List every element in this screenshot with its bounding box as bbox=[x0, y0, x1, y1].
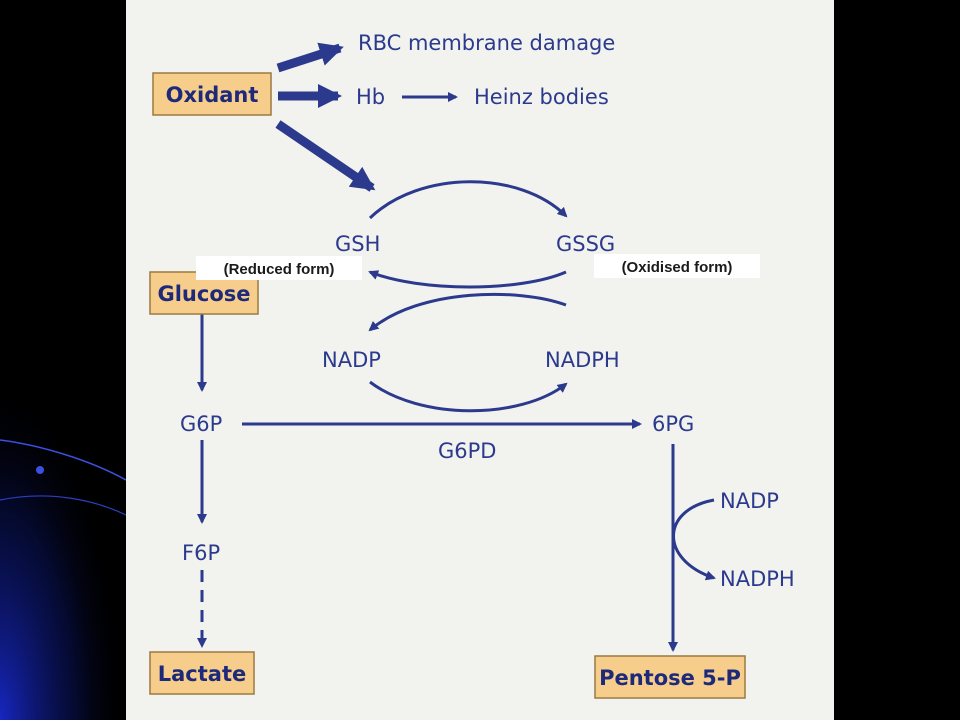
nadph-right-label: NADPH bbox=[545, 348, 620, 372]
arrow-oxidant-gsh bbox=[275, 120, 376, 192]
arrow-nadp-nadph-side bbox=[672, 498, 716, 581]
oxidant-box: Oxidant bbox=[152, 72, 272, 116]
lactate-label: Lactate bbox=[158, 662, 247, 686]
gsh-label: GSH bbox=[335, 232, 380, 256]
slide-swoosh bbox=[0, 439, 127, 481]
gssg-label: GSSG bbox=[556, 232, 615, 256]
slide-swoosh bbox=[0, 495, 127, 516]
arrow-nadp-to-nadph bbox=[369, 380, 568, 413]
rbc-damage-label: RBC membrane damage bbox=[358, 31, 615, 55]
slide-glow bbox=[0, 380, 126, 720]
reduced-form-text: (Reduced form) bbox=[224, 261, 335, 278]
nadp-left-label: NADP bbox=[322, 348, 381, 372]
pentose-box: Pentose 5-P bbox=[594, 655, 746, 699]
oxidant-label: Oxidant bbox=[166, 83, 259, 107]
g6p-label: G6P bbox=[180, 412, 222, 436]
slide-dot bbox=[36, 466, 44, 474]
g6pd-label: G6PD bbox=[438, 439, 496, 463]
arrow-nadph-to-nadp bbox=[368, 292, 567, 332]
reduced-form-note: (Reduced form) bbox=[196, 256, 362, 280]
6pg-label: 6PG bbox=[652, 412, 694, 436]
arrow-gsh-to-gssg bbox=[368, 180, 568, 220]
heinz-label: Heinz bodies bbox=[474, 85, 609, 109]
arrow-oxidant-rbc bbox=[276, 42, 344, 73]
pentose-label: Pentose 5-P bbox=[599, 666, 741, 690]
hb-label: Hb bbox=[356, 85, 385, 109]
glucose-label: Glucose bbox=[157, 282, 250, 306]
lactate-box: Lactate bbox=[149, 651, 255, 695]
oxidised-form-text: (Oxidised form) bbox=[622, 259, 733, 276]
arrow-gssg-to-gsh bbox=[368, 270, 567, 289]
nadp-right-label: NADP bbox=[720, 489, 779, 513]
page-area bbox=[126, 0, 834, 720]
f6p-label: F6P bbox=[182, 541, 220, 565]
nadph-bottom-label: NADPH bbox=[720, 567, 795, 591]
oxidised-form-note: (Oxidised form) bbox=[594, 254, 760, 278]
